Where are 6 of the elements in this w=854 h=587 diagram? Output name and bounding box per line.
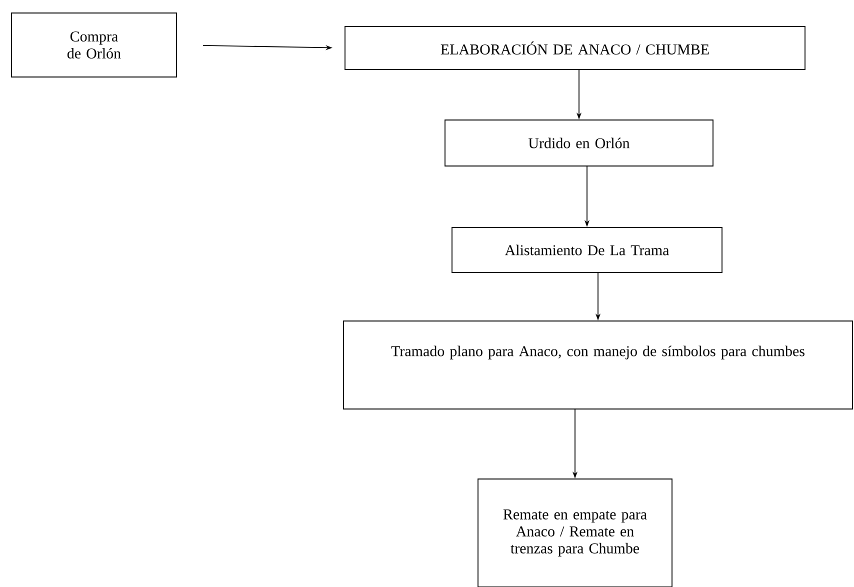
process-box: Compra de Orlón xyxy=(11,12,177,78)
process-box: Remate en empate para Anaco / Remate en trenzas para Chumbe xyxy=(478,478,672,587)
process-box: ELABORACIÓN DE ANACO / CHUMBE xyxy=(344,26,806,70)
process-box: Alistamiento De La Trama xyxy=(452,227,722,273)
process-box: Urdido en Orlón xyxy=(444,120,714,166)
process-box: Tramado plano para Anaco, con manejo de símbolos para chumbes xyxy=(343,320,853,410)
